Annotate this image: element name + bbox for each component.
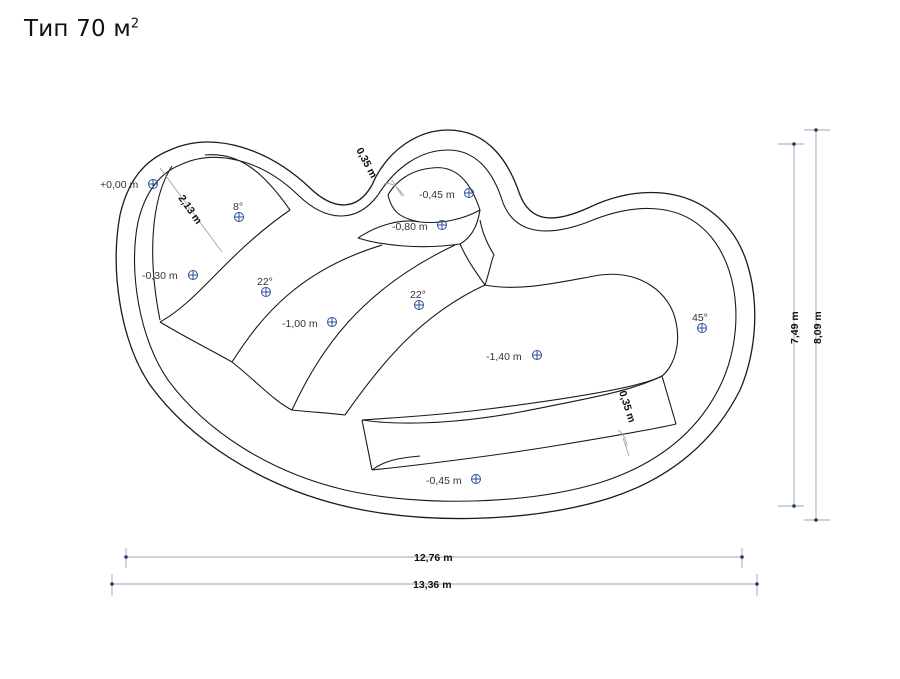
upper-step-f bbox=[459, 219, 495, 287]
slope-4-label: 45° bbox=[692, 312, 708, 324]
dim-bench-step-arc bbox=[617, 429, 628, 447]
dim-outer-height-label: 8,09 m bbox=[812, 311, 824, 344]
dim-inner-width-label: 12,76 m bbox=[414, 552, 453, 564]
left-shelf-edge bbox=[152, 165, 173, 321]
dim-bench-step-line bbox=[622, 437, 630, 457]
marker-1-label: +0,00 m bbox=[100, 179, 138, 191]
dim-step-width-label: 2,13 m bbox=[176, 193, 205, 227]
left-shelf-edge-2 bbox=[204, 154, 291, 211]
step-line-4 bbox=[344, 284, 486, 416]
dim-top-step-label: 0,35 m bbox=[353, 146, 379, 181]
bench-seat-line bbox=[371, 455, 421, 471]
bench-top bbox=[361, 375, 663, 424]
marker-5-label: -0,45 m bbox=[426, 475, 462, 487]
pool-inner-outline bbox=[133, 149, 737, 502]
dim-outer-width: 13,36 m bbox=[110, 574, 759, 596]
bench-left-front bbox=[361, 419, 373, 471]
marker-4: -1,40 m bbox=[486, 350, 542, 363]
slope-1: 8° bbox=[233, 201, 244, 222]
title-text: Тип 70 м bbox=[24, 16, 131, 42]
marker-3-label: -1,00 m bbox=[282, 318, 318, 330]
pool-outer-outline bbox=[115, 129, 756, 520]
step-line-3 bbox=[291, 244, 456, 411]
slope-3-label: 22° bbox=[410, 289, 426, 301]
dim-inner-height: 7,49 m bbox=[778, 142, 804, 508]
dim-top-step-arc bbox=[383, 183, 405, 197]
dim-outer-width-label: 13,36 m bbox=[413, 579, 452, 591]
dim-bench-step-label: 0,35 m bbox=[616, 389, 638, 424]
slope-2-label: 22° bbox=[257, 276, 273, 288]
marker-1: +0,00 m bbox=[100, 179, 158, 191]
deep-area-boundary bbox=[361, 273, 679, 421]
marker-6-label: -0,80 m bbox=[392, 221, 428, 233]
dim-step-width-line bbox=[159, 167, 223, 253]
marker-3: -1,00 m bbox=[282, 317, 337, 330]
marker-7-label: -0,45 m bbox=[419, 189, 455, 201]
slope-2: 22° bbox=[257, 276, 273, 297]
slope-4: 45° bbox=[692, 312, 708, 333]
bench-right-front bbox=[661, 375, 677, 425]
slope-1-label: 8° bbox=[233, 201, 243, 213]
dim-outer-height: 8,09 m bbox=[804, 128, 830, 522]
marker-2: -0,30 m bbox=[142, 270, 198, 282]
dim-inner-height-label: 7,49 m bbox=[789, 311, 801, 344]
title-superscript: 2 bbox=[130, 16, 140, 32]
marker-2-label: -0,30 m bbox=[142, 270, 178, 282]
bench-front-lower bbox=[371, 423, 677, 471]
upper-step-d bbox=[357, 237, 461, 248]
dim-inner-width: 12,76 m bbox=[124, 548, 744, 568]
step-line-2 bbox=[231, 244, 383, 363]
deep-edge-lower bbox=[159, 321, 346, 416]
upper-step-e bbox=[459, 209, 481, 245]
upper-step-c bbox=[357, 220, 421, 239]
page-title: Тип 70 м2 bbox=[24, 16, 139, 42]
marker-4-label: -1,40 m bbox=[486, 351, 522, 363]
marker-5: -0,45 m bbox=[426, 474, 481, 487]
marker-7: -0,45 m bbox=[419, 188, 474, 201]
step-line-1 bbox=[159, 209, 291, 323]
marker-6: -0,80 m bbox=[392, 220, 447, 233]
slope-3: 22° bbox=[410, 289, 426, 310]
